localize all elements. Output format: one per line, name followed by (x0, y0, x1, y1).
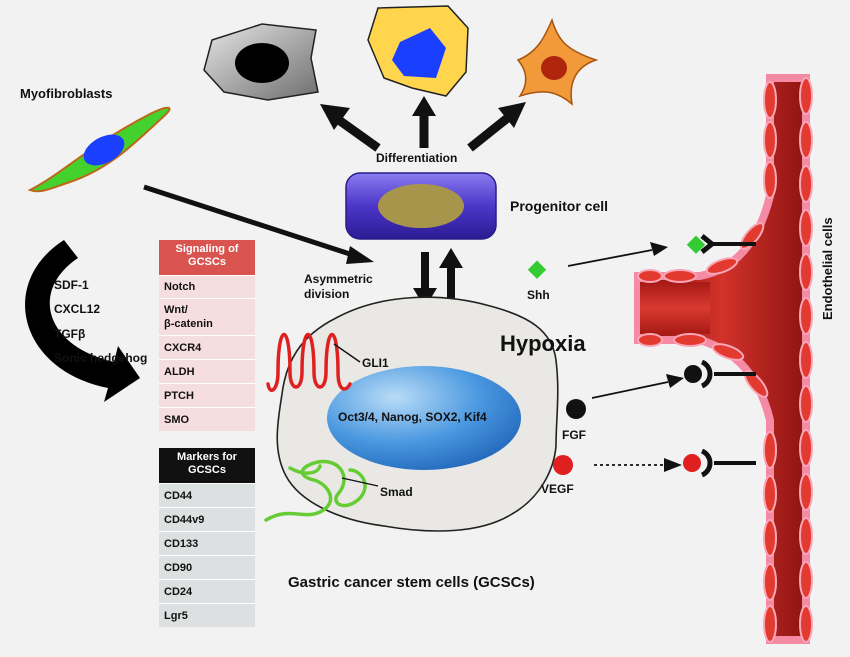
signaling-header: Signaling of GCSCs (159, 240, 255, 275)
asymmetric-division-label: Asymmetric division (304, 272, 373, 301)
curved-arrow (25, 240, 140, 402)
myofibroblasts-label: Myofibroblasts (20, 86, 113, 101)
markers-table: Markers for GCSCs CD44 CD44v9 CD133 CD90… (159, 448, 255, 627)
shh-label: Shh (527, 288, 550, 302)
marker-row: CD44 (159, 483, 255, 507)
endothelial-cells-label: Endothelial cells (820, 217, 835, 320)
blood-vessel-icon (634, 74, 810, 644)
vegf-ligand-icon (553, 455, 573, 475)
factor-tgfb: TGFβ (54, 327, 86, 341)
shh-arrowhead (650, 242, 668, 256)
signaling-row: SMO (159, 407, 255, 431)
gcsc-nucleus-icon (327, 366, 521, 470)
marker-row: CD44v9 (159, 507, 255, 531)
factor-sonic-hedgehog: Sonic hedgehog (54, 351, 148, 365)
smad-pointer (341, 477, 379, 487)
recruit-arrowhead (346, 246, 374, 264)
factor-cxcl12: CXCL12 (54, 302, 101, 316)
marker-row: CD24 (159, 579, 255, 603)
shh-ligand-icon (527, 260, 547, 279)
myofibroblast-nucleus-icon (83, 134, 125, 166)
vegf-receptor-icon (700, 448, 713, 478)
yellow-cell-nucleus-icon (392, 28, 446, 78)
endothelial-cells (637, 77, 813, 643)
vegf-label: VEGF (541, 482, 574, 496)
signaling-row: ALDH (159, 359, 255, 383)
progenitor-nucleus-icon (378, 184, 464, 228)
smad-receptor-icon (264, 459, 367, 522)
signaling-row: Notch (159, 275, 255, 298)
gli1-label: GLI1 (362, 356, 389, 370)
markers-header: Markers for GCSCs (159, 448, 255, 483)
differentiation-label: Differentiation (376, 151, 458, 165)
factor-sdf1: SDF-1 (54, 278, 89, 292)
fgf-receptor-icon (700, 359, 713, 389)
signaling-table: Signaling of GCSCs Notch Wnt/ β-catenin … (159, 240, 255, 431)
gcsc-title: Gastric cancer stem cells (GCSCs) (288, 574, 535, 591)
grey-cell-nucleus-icon (235, 43, 289, 83)
fgf-label: FGF (562, 428, 586, 442)
marker-row: Lgr5 (159, 603, 255, 627)
differentiation-arrows (320, 96, 526, 152)
hypoxia-label: Hypoxia (500, 331, 586, 356)
orange-cell-nucleus-icon (541, 56, 567, 80)
recruit-arrow (143, 184, 357, 259)
vessel-branch-icon (640, 282, 710, 334)
smad-label: Smad (380, 485, 413, 499)
signaling-row: Wnt/ β-catenin (159, 298, 255, 335)
fgf-arrowhead (666, 374, 684, 388)
marker-row: CD90 (159, 555, 255, 579)
fgf-bound-icon (684, 365, 702, 383)
shh-bound-icon (686, 235, 706, 254)
transcription-factors-label: Oct3/4, Nanog, SOX2, Kif4 (338, 410, 487, 424)
signaling-row: CXCR4 (159, 335, 255, 359)
gli1-pointer (333, 343, 361, 363)
shh-arrow (567, 249, 653, 267)
marker-row: CD133 (159, 531, 255, 555)
vegf-arrowhead (664, 458, 682, 472)
vegf-bound-icon (683, 454, 701, 472)
gli1-receptor-icon (266, 333, 352, 392)
progenitor-label: Progenitor cell (510, 198, 609, 214)
fgf-arrow (591, 381, 669, 399)
signaling-row: PTCH (159, 383, 255, 407)
fgf-ligand-icon (566, 399, 586, 419)
